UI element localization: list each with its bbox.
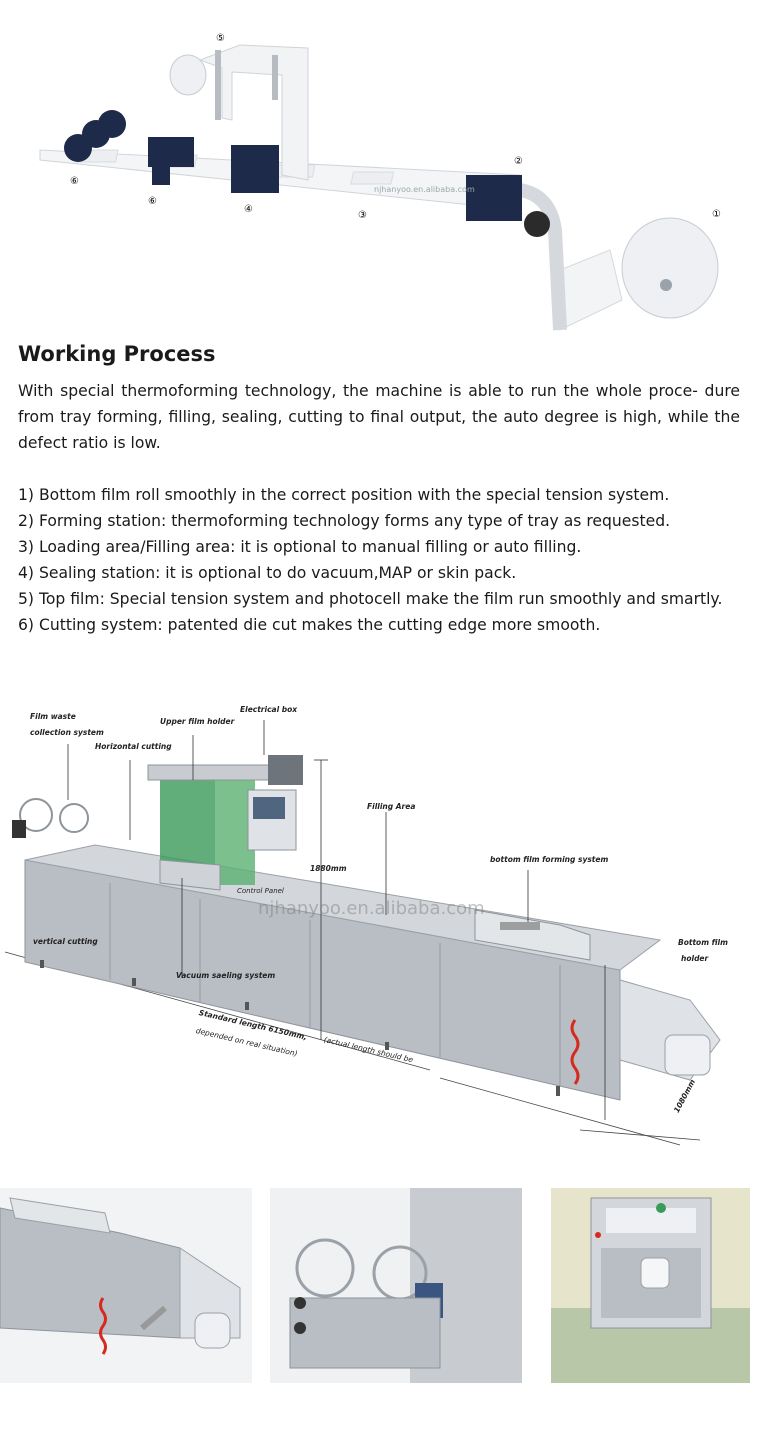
- working-process-heading: Working Process: [18, 342, 216, 366]
- machine-diagram: Film waste collection system Upper film …: [0, 700, 757, 1170]
- label-collection-system: collection system: [30, 728, 104, 737]
- output-rolls: [64, 110, 126, 162]
- steps-list: 1) Bottom film roll smoothly in the corr…: [18, 482, 740, 638]
- cutting-station: [148, 137, 194, 167]
- photo-machine-end: [551, 1188, 750, 1383]
- photo-film-waste-reels: [270, 1188, 522, 1383]
- intro-text: With special thermoforming technology, t…: [18, 382, 740, 452]
- step-1: 1) Bottom film roll smoothly in the corr…: [18, 486, 670, 504]
- step-4: 4) Sealing station: it is optional to do…: [18, 564, 517, 582]
- intro-paragraph: With special thermoforming technology, t…: [18, 378, 740, 456]
- machine-watermark: njhanyoo.en.alibaba.com: [258, 898, 485, 919]
- marker-6b: ⑥: [148, 196, 157, 207]
- photo-bottom-film-holder: [0, 1188, 252, 1383]
- process-diagram-svg: ① ② ③ ④ ⑤ ⑥ ⑥ njhanyoo.en.alibaba.com: [39, 33, 721, 331]
- marker-2: ②: [514, 156, 523, 167]
- label-height: 1880mm: [310, 864, 347, 873]
- label-electrical-box: Electrical box: [240, 705, 298, 714]
- red-spring: [570, 1019, 580, 1085]
- label-bottom-forming: bottom film forming system: [490, 855, 609, 864]
- diagram-watermark: njhanyoo.en.alibaba.com: [374, 185, 475, 194]
- label-film-waste: Film waste: [30, 712, 76, 721]
- marker-3: ③: [358, 210, 367, 221]
- sealing-station: [231, 145, 279, 193]
- forming-station: [466, 175, 522, 221]
- step-5: 5) Top film: Special tension system and …: [18, 590, 723, 608]
- marker-4: ④: [244, 204, 253, 215]
- step-6: 6) Cutting system: patented die cut make…: [18, 616, 601, 634]
- label-vacuum-sealing: Vacuum saeling system: [176, 971, 276, 980]
- process-diagram: ① ② ③ ④ ⑤ ⑥ ⑥ njhanyoo.en.alibaba.com: [0, 0, 757, 335]
- label-holder: holder: [681, 954, 709, 963]
- marker-5: ⑤: [216, 33, 225, 44]
- step-2: 2) Forming station: thermoforming techno…: [18, 512, 671, 530]
- machine-diagram-svg: [4, 720, 721, 1146]
- label-control-panel: Control Panel: [237, 887, 284, 895]
- label-bottom-film: Bottom film: [678, 938, 728, 947]
- marker-1: ①: [712, 209, 721, 220]
- label-upper-film-holder: Upper film holder: [160, 717, 235, 726]
- bottom-film-roll: [621, 217, 719, 319]
- label-horizontal-cutting: Horizontal cutting: [95, 742, 172, 751]
- label-filling-area: Filling Area: [367, 802, 416, 811]
- step-3: 3) Loading area/Filling area: it is opti…: [18, 538, 582, 556]
- top-film: [169, 44, 309, 181]
- label-vertical-cutting: vertical cutting: [33, 937, 98, 946]
- marker-6a: ⑥: [70, 176, 79, 187]
